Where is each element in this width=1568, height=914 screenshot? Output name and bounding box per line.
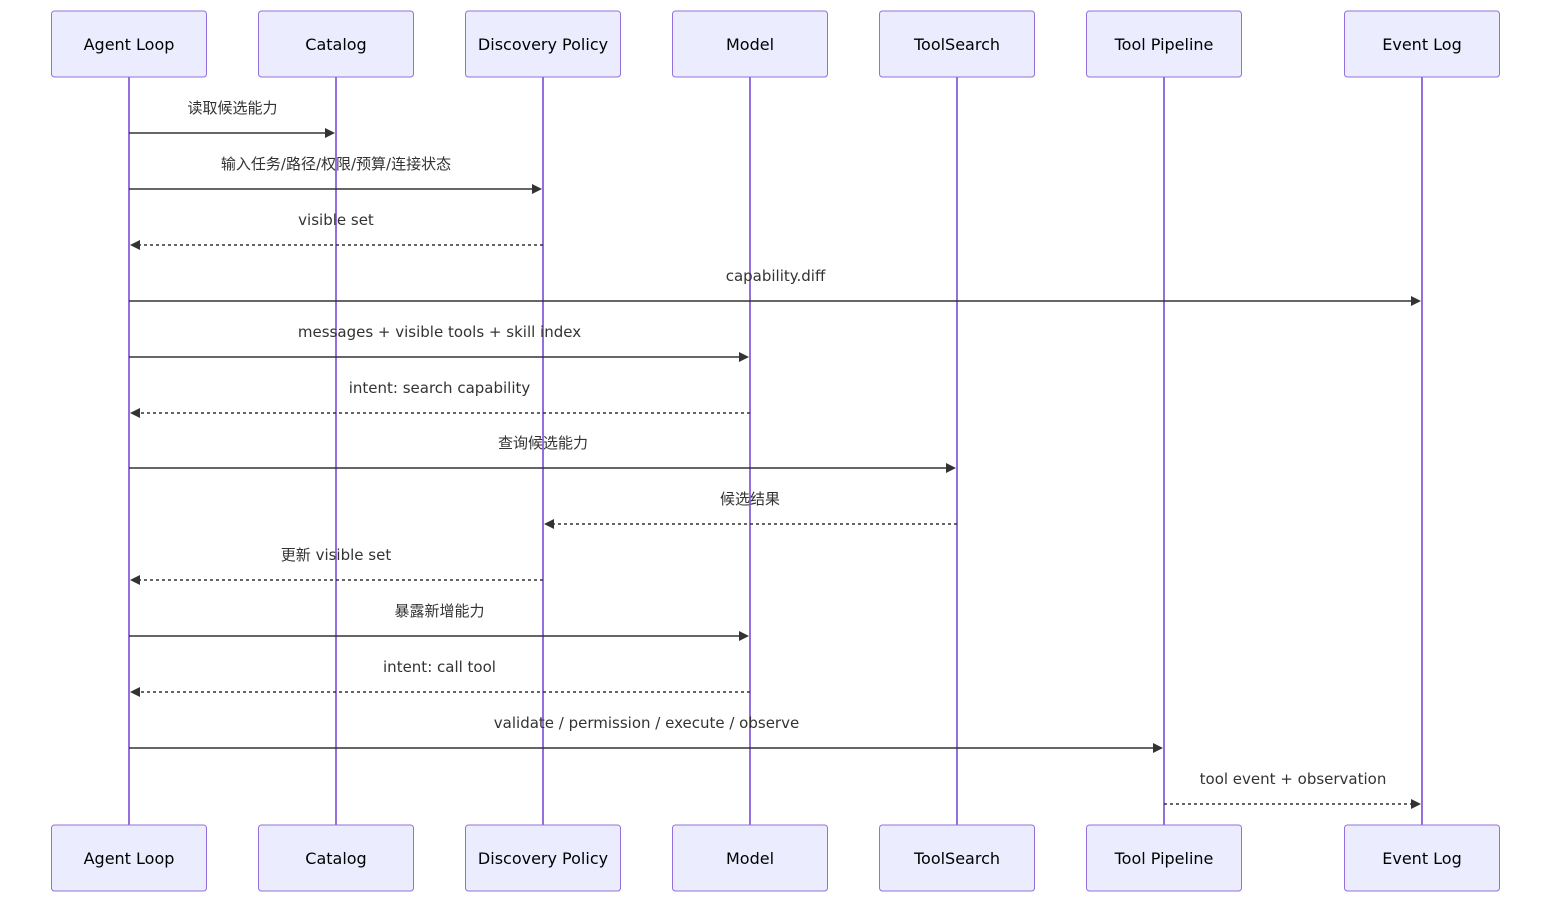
participant-event-log-top: Event Log: [1344, 10, 1500, 78]
message-5: messages + visible tools + skill index: [129, 323, 749, 362]
message-label: 读取候选能力: [187, 99, 277, 117]
arrowhead-icon: [946, 463, 956, 473]
participant-box: [1344, 824, 1500, 892]
participant-agent-loop-bottom: Agent Loop: [51, 824, 207, 892]
participant-discovery-policy-bottom: Discovery Policy: [465, 824, 621, 892]
message-label: 更新 visible set: [281, 546, 392, 564]
arrowhead-icon: [130, 575, 140, 585]
participant-label: ToolSearch: [913, 849, 1000, 868]
participant-box: [1344, 10, 1500, 78]
message-4: capability.diff: [129, 267, 1421, 306]
participant-label: Agent Loop: [84, 35, 175, 54]
message-label: capability.diff: [726, 267, 826, 285]
message-13: tool event + observation: [1164, 770, 1421, 809]
participant-label: ToolSearch: [913, 35, 1000, 54]
participant-toolsearch-top: ToolSearch: [879, 10, 1035, 78]
participant-label: Event Log: [1382, 35, 1462, 54]
participant-box: [879, 824, 1035, 892]
message-12: validate / permission / execute / observ…: [129, 714, 1163, 753]
participant-catalog-top: Catalog: [258, 10, 414, 78]
arrowhead-icon: [1411, 799, 1421, 809]
participant-label: Model: [726, 35, 774, 54]
participant-catalog-bottom: Catalog: [258, 824, 414, 892]
message-6: intent: search capability: [130, 379, 750, 418]
participant-label: Event Log: [1382, 849, 1462, 868]
arrowhead-icon: [130, 240, 140, 250]
participant-box: [879, 10, 1035, 78]
participant-box: [672, 824, 828, 892]
message-label: intent: search capability: [349, 379, 531, 397]
arrowhead-icon: [532, 184, 542, 194]
participant-box: [465, 10, 621, 78]
message-label: tool event + observation: [1200, 770, 1387, 788]
participant-tool-pipeline-top: Tool Pipeline: [1086, 10, 1242, 78]
lifelines: [128, 77, 1423, 825]
message-2: 输入任务/路径/权限/预算/连接状态: [129, 155, 542, 194]
participant-box: [258, 824, 414, 892]
arrowhead-icon: [130, 408, 140, 418]
arrowhead-icon: [1411, 296, 1421, 306]
participant-box: [672, 10, 828, 78]
participant-label: Model: [726, 849, 774, 868]
message-label: messages + visible tools + skill index: [298, 323, 581, 341]
arrowhead-icon: [739, 631, 749, 641]
message-10: 暴露新增能力: [129, 602, 749, 641]
message-label: intent: call tool: [383, 658, 496, 676]
participant-label: Catalog: [305, 849, 366, 868]
participant-label: Catalog: [305, 35, 366, 54]
arrowhead-icon: [544, 519, 554, 529]
participant-label: Tool Pipeline: [1114, 849, 1214, 868]
message-label: 查询候选能力: [498, 434, 588, 452]
participant-box: [465, 824, 621, 892]
participant-label: Agent Loop: [84, 849, 175, 868]
message-label: 暴露新增能力: [394, 602, 484, 620]
arrowhead-icon: [130, 687, 140, 697]
participant-box: [258, 10, 414, 78]
participant-label: Tool Pipeline: [1114, 35, 1214, 54]
participant-agent-loop-top: Agent Loop: [51, 10, 207, 78]
participant-tool-pipeline-bottom: Tool Pipeline: [1086, 824, 1242, 892]
message-label: 候选结果: [720, 490, 780, 508]
message-7: 查询候选能力: [129, 434, 956, 473]
message-8: 候选结果: [544, 490, 957, 529]
participant-event-log-bottom: Event Log: [1344, 824, 1500, 892]
participant-discovery-policy-top: Discovery Policy: [465, 10, 621, 78]
participant-box: [1086, 824, 1242, 892]
participant-box: [1086, 10, 1242, 78]
message-1: 读取候选能力: [129, 99, 335, 138]
message-label: 输入任务/路径/权限/预算/连接状态: [221, 155, 451, 173]
participants-top: Agent Loop Catalog Discovery Policy Model To…: [51, 10, 1500, 78]
arrowhead-icon: [325, 128, 335, 138]
participant-toolsearch-bottom: ToolSearch: [879, 824, 1035, 892]
message-label: visible set: [298, 211, 374, 229]
arrowhead-icon: [739, 352, 749, 362]
participant-label: Discovery Policy: [478, 35, 608, 54]
participant-model-top: Model: [672, 10, 828, 78]
participant-model-bottom: Model: [672, 824, 828, 892]
message-9: 更新 visible set: [130, 546, 543, 585]
participant-label: Discovery Policy: [478, 849, 608, 868]
participant-box: [51, 10, 207, 78]
message-11: intent: call tool: [130, 658, 750, 697]
message-label: validate / permission / execute / observ…: [494, 714, 799, 732]
arrowhead-icon: [1153, 743, 1163, 753]
participant-box: [51, 824, 207, 892]
message-3: visible set: [130, 211, 543, 250]
participants-bottom: Agent Loop Catalog Discovery Policy Model To…: [51, 824, 1500, 892]
